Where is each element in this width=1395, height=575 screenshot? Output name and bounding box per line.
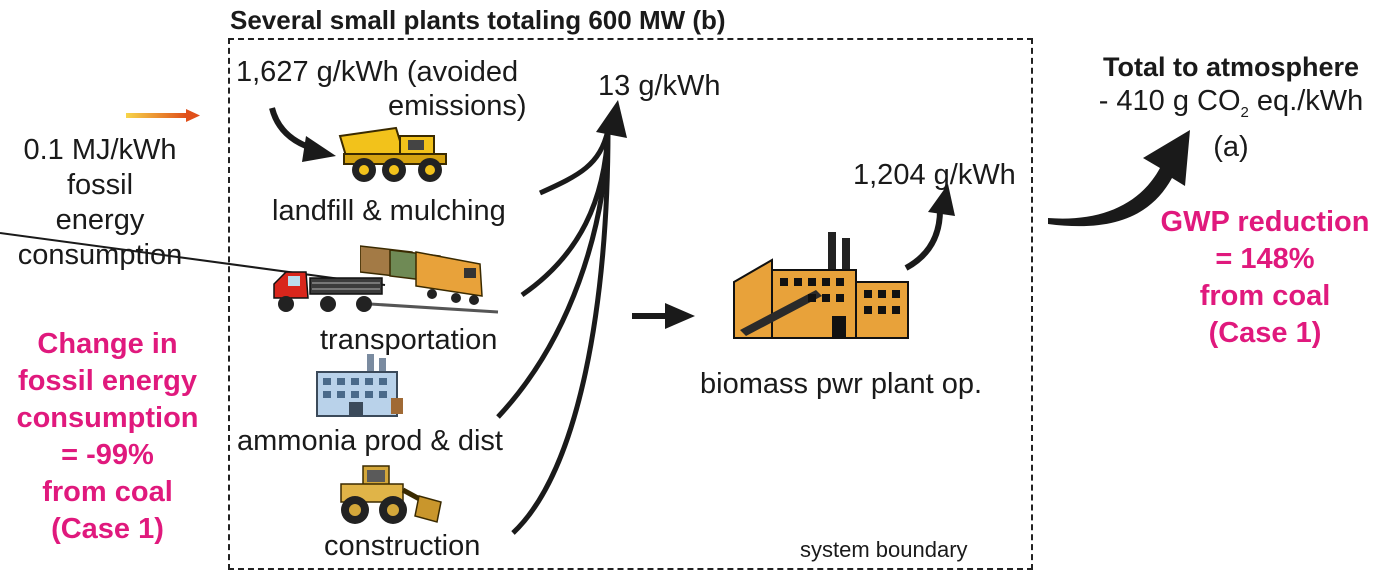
total-value-pre: - 410 g CO bbox=[1098, 85, 1241, 117]
atmosphere-arrow bbox=[1048, 130, 1190, 227]
process-plant-label: biomass pwr plant op. bbox=[700, 368, 983, 400]
diagram-title: Several small plants totaling 600 MW (b) bbox=[230, 5, 726, 35]
fossil-input-line3: energy bbox=[55, 204, 145, 236]
converging-emission-arrows bbox=[496, 129, 611, 535]
system-boundary-label: system boundary bbox=[800, 537, 968, 562]
fossil-change-line2: fossil energy bbox=[18, 365, 197, 397]
avoided-emissions-line1: 1,627 g/kWh (avoided bbox=[236, 56, 519, 88]
gwp-line1: GWP reduction bbox=[1160, 206, 1370, 238]
process-transport-label: transportation bbox=[320, 324, 498, 356]
fossil-change-line5: from coal bbox=[42, 476, 173, 508]
avoided-emissions-line2: emissions) bbox=[388, 90, 527, 122]
wheel-loader-icon bbox=[340, 465, 442, 524]
fossil-input-value: 0.1 MJ/kWh bbox=[23, 134, 177, 166]
total-value-post: eq./kWh bbox=[1248, 85, 1364, 117]
total-value: - 410 g CO2 eq./kWh bbox=[1072, 84, 1390, 130]
fossil-change-line3: consumption bbox=[16, 402, 199, 434]
fossil-change-value: = -99% bbox=[61, 439, 154, 471]
fossil-input-line4: consumption bbox=[17, 239, 183, 271]
fossil-energy-line bbox=[0, 232, 386, 286]
total-block: Total to atmosphere - 410 g CO2 eq./kWh … bbox=[1072, 50, 1390, 164]
gwp-value: = 148% bbox=[1215, 243, 1315, 275]
system-boundary-box bbox=[228, 38, 1033, 570]
fossil-change-line1: Change in bbox=[37, 328, 178, 360]
fossil-change-line6: (Case 1) bbox=[51, 513, 164, 545]
process-construction-label: construction bbox=[324, 530, 481, 562]
total-heading: Total to atmosphere bbox=[1102, 52, 1360, 82]
power-plant-icon bbox=[733, 232, 909, 339]
factory-icon bbox=[316, 354, 403, 417]
gwp-line4: (Case 1) bbox=[1208, 317, 1322, 349]
fossil-input-line2: fossil bbox=[66, 169, 134, 201]
gwp-line3: from coal bbox=[1199, 280, 1331, 312]
emission-1204-label: 1,204 g/kWh bbox=[853, 159, 1016, 191]
fossil-input-arrow-icon bbox=[126, 109, 200, 122]
dump-truck-icon bbox=[338, 126, 447, 182]
total-note: (a) bbox=[1213, 130, 1249, 163]
gwp-block: GWP reduction = 148% from coal (Case 1) bbox=[1150, 204, 1380, 352]
process-landfill-label: landfill & mulching bbox=[272, 195, 506, 227]
train-icon bbox=[360, 245, 499, 314]
log-truck-icon bbox=[273, 271, 383, 312]
process-ammonia-label: ammonia prod & dist bbox=[237, 425, 503, 457]
co2-subscript: 2 bbox=[1240, 103, 1249, 121]
plant-emission-arrow bbox=[904, 209, 943, 271]
emission-13-label: 13 g/kWh bbox=[598, 70, 721, 102]
fossil-change-block: Change in fossil energy consumption = -9… bbox=[0, 326, 215, 548]
